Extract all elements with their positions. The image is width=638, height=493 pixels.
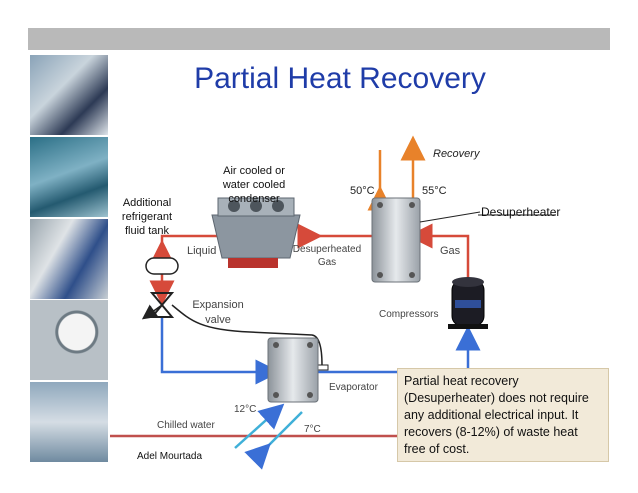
desuperheater-unit bbox=[371, 197, 421, 283]
liquid-label: Liquid bbox=[187, 245, 217, 257]
temp-55-label: 55°C bbox=[422, 185, 447, 197]
refrigerant-tank bbox=[145, 257, 179, 275]
photo-cooling-tower bbox=[30, 382, 108, 462]
evaporator-unit bbox=[267, 337, 319, 403]
compressors-label: Compressors bbox=[379, 309, 439, 320]
desuperheater-label: Desuperheater bbox=[481, 205, 561, 219]
desuperheated-gas-label: Desuperheated Gas bbox=[292, 244, 362, 268]
gas-label: Gas bbox=[440, 245, 461, 257]
desuperheater-pointer bbox=[419, 211, 481, 223]
evaporator-label: Evaporator bbox=[329, 382, 378, 393]
chilled-water-label: Chilled water bbox=[157, 420, 215, 431]
condenser-unit bbox=[211, 214, 301, 259]
condenser-label: Air cooled or water cooled condenser bbox=[222, 165, 286, 205]
photo-pressure-gauge bbox=[30, 300, 108, 380]
chilled-water-outlet bbox=[244, 411, 303, 470]
temp-7-label: 7°C bbox=[304, 424, 321, 435]
author-label: Adel Mourtada bbox=[137, 451, 203, 462]
tank-label: Additional refrigerant fluid tank bbox=[121, 197, 173, 237]
liquid-line bbox=[149, 234, 225, 265]
photo-control-panel bbox=[30, 219, 108, 299]
expansion-valve bbox=[141, 292, 175, 320]
page-title: Partial Heat Recovery bbox=[194, 62, 486, 95]
compressor-unit bbox=[448, 277, 488, 329]
suction-line bbox=[318, 325, 481, 374]
temp-50-label: 50°C bbox=[350, 185, 375, 197]
chilled-water-inlet bbox=[234, 403, 285, 449]
temp-12-label: 12°C bbox=[234, 404, 257, 415]
sensor-bulb-line bbox=[171, 304, 323, 366]
photo-chiller-plant bbox=[30, 137, 108, 217]
evaporator-inlet-line bbox=[160, 318, 281, 385]
photo-engineer bbox=[30, 55, 108, 135]
top-bar bbox=[28, 28, 610, 50]
info-note: Partial heat recovery (Desuperheater) do… bbox=[397, 368, 609, 462]
recovery-label: Recovery bbox=[433, 148, 480, 160]
expansion-valve-label: Expansion valve bbox=[192, 299, 244, 326]
